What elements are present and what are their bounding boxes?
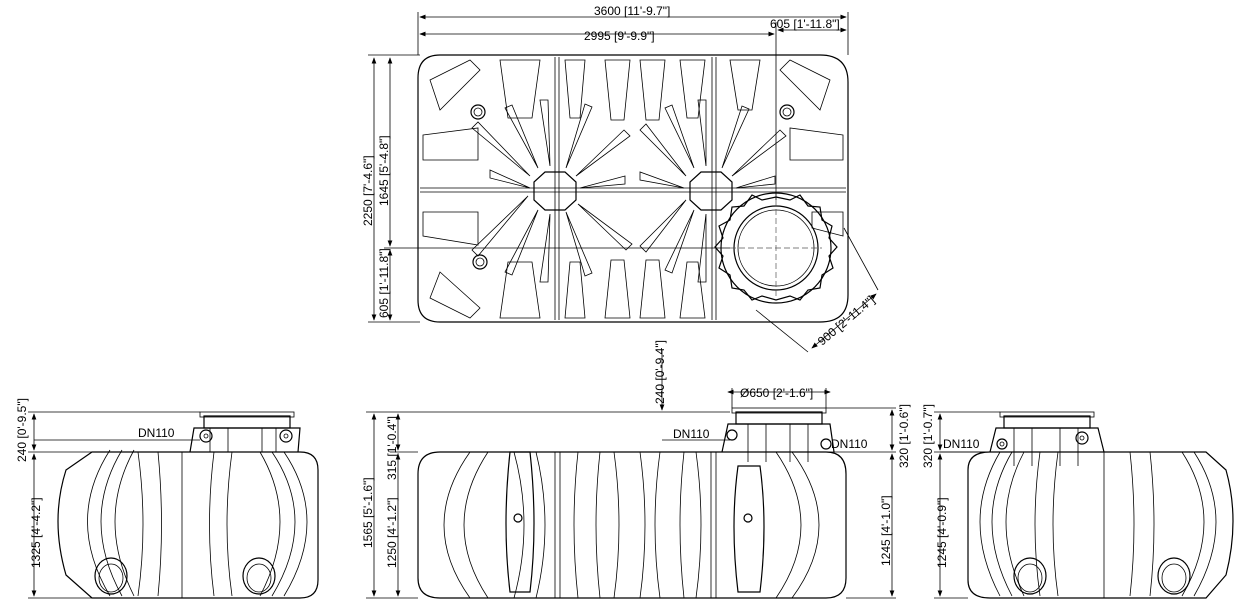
- front-view-strap-right: [733, 465, 765, 593]
- front-view: Ø650 [2'-1.6"] 240 [0'-9.4"] DN110 DN110…: [361, 340, 911, 599]
- front-view-outline: [417, 451, 847, 599]
- manhole-dome: [714, 192, 838, 304]
- front-view-opening-dim: Ø650 [2'-1.6"]: [740, 386, 813, 400]
- front-view-inlet-left: [726, 429, 738, 441]
- left-view-neck: [189, 427, 301, 453]
- left-view-body-dim: 1325 [4'-4.2"]: [29, 497, 43, 568]
- left-view-outline: [57, 451, 319, 599]
- top-view-outline: [417, 54, 849, 323]
- pockets-top: [429, 59, 831, 121]
- dim-inner-length-label: 2995 [9'-9.9"]: [584, 29, 655, 43]
- top-view-dimensions: [368, 12, 879, 353]
- vent-hole-bottom-left: [472, 254, 488, 270]
- left-view: DN110 240 [0'-9.5"] 1325 [4'-4.2"]: [15, 398, 319, 599]
- right-view-inlet: [996, 438, 1008, 450]
- left-view-inlet: [199, 429, 213, 443]
- right-view-body-dim: 1245 [4'-0.9"]: [935, 497, 949, 568]
- front-view-dome-dim: 240 [0'-9.4"]: [653, 340, 667, 404]
- center-node-right: [689, 171, 733, 211]
- left-view-inlet-label: DN110: [138, 426, 175, 440]
- right-view-neck: [989, 427, 1105, 453]
- front-view-neck: [721, 423, 835, 453]
- front-view-inlet-left-label: DN110: [673, 427, 710, 441]
- left-view-neck-dim: 240 [0'-9.5"]: [15, 398, 29, 462]
- dim-offset-right-label: 605 [1'-11.8"]: [770, 17, 840, 31]
- right-view-outline: [967, 451, 1234, 599]
- left-view-outlet-2: [242, 557, 276, 595]
- ribs-left: [471, 99, 633, 283]
- front-view-total-dim: 1565 [5'-1.6"]: [361, 477, 375, 548]
- right-view-inlet-label: DN110: [943, 437, 980, 451]
- front-view-inlet-right-label: DN110: [831, 437, 868, 451]
- right-view-neck-dim: 320 [1'-0.7"]: [921, 404, 935, 468]
- pockets-bottom: [429, 259, 706, 319]
- center-node-left: [533, 171, 577, 211]
- front-view-neck-left-dim: 315 [1'-0.4"]: [385, 416, 399, 480]
- dim-diagonal-label: 900 [2'-11.4"]: [815, 293, 877, 349]
- dim-offset-bottom-label: 605 [1'-11.8"]: [377, 248, 391, 318]
- ribs-right: [639, 99, 787, 283]
- dim-width-label: 2250 [7'-4.6"]: [361, 155, 375, 226]
- top-view: 3600 [11'-9.7"] 605 [1'-11.8"] 2995 [9'-…: [361, 4, 879, 353]
- front-view-body-right-dim: 1245 [4'-1.0"]: [879, 495, 893, 566]
- right-view-outlet-2: [1157, 557, 1191, 595]
- pockets-side: [422, 127, 844, 246]
- front-view-neck-right-dim: 320 [1'-0.6"]: [897, 404, 911, 468]
- vent-hole-top-right: [779, 104, 795, 120]
- right-view-outlet-1: [1013, 557, 1047, 595]
- front-view-strap-left: [505, 451, 535, 593]
- right-view: DN110 320 [1'-0.7"] 1245 [4'-0.9"]: [921, 404, 1234, 599]
- vent-hole-top-left: [470, 104, 486, 120]
- dim-length-label: 3600 [11'-9.7"]: [594, 4, 670, 18]
- left-view-outlet-1: [94, 557, 128, 595]
- dim-inner-width-label: 1645 [5'-4.8"]: [377, 135, 391, 206]
- front-view-body-left-dim: 1250 [4'-1.2"]: [385, 497, 399, 568]
